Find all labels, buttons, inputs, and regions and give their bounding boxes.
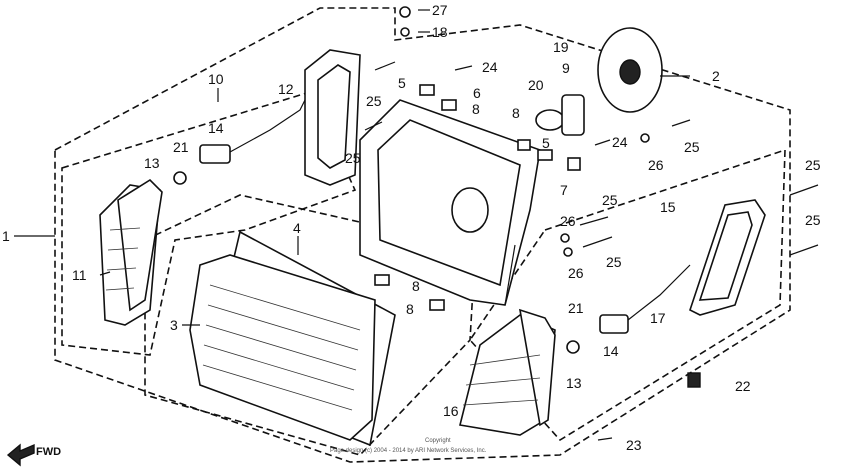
- callout-25c: 25: [684, 139, 700, 155]
- callout-13a: 13: [144, 155, 160, 171]
- callout-25e: 25: [805, 212, 821, 228]
- callout-25d: 25: [805, 157, 821, 173]
- callout-21a: 21: [173, 139, 189, 155]
- leader-lines: [14, 9, 690, 326]
- callout-12: 12: [278, 81, 294, 97]
- callout-5b: 5: [542, 135, 550, 151]
- callout-1: 1: [2, 228, 10, 244]
- callout-10: 10: [208, 71, 224, 87]
- callout-27: 27: [432, 2, 448, 18]
- headlight-case: [359, 99, 541, 306]
- callout-15: 15: [660, 199, 676, 215]
- callout-22: 22: [735, 378, 751, 394]
- copyright-line-1: Copyright: [425, 438, 451, 444]
- callout-5a: 5: [398, 75, 406, 91]
- turn-signal-left: [99, 178, 163, 326]
- callout-25g: 25: [606, 254, 622, 270]
- group-outline-15: [468, 148, 786, 442]
- callout-14b: 14: [603, 343, 619, 359]
- callout-9: 9: [562, 60, 570, 76]
- callout-21b: 21: [568, 300, 584, 316]
- turn-signal-housing-left: [304, 49, 361, 186]
- callout-6: 6: [473, 85, 481, 101]
- callout-14a: 14: [208, 120, 224, 136]
- copyright-line-2: Page design (c) 2004 - 2014 by ARI Netwo…: [330, 448, 487, 454]
- callout-3: 3: [170, 317, 178, 333]
- callout-11: 11: [72, 267, 87, 283]
- callout-26a: 26: [648, 157, 664, 173]
- bulb-socket-right: [566, 264, 691, 354]
- callout-4: 4: [293, 220, 301, 236]
- callout-23: 23: [626, 437, 642, 453]
- headlight-unit: [189, 230, 396, 447]
- fasteners: [364, 6, 819, 441]
- turn-signal-housing-right: [689, 199, 766, 316]
- callout-8a: 8: [472, 101, 480, 117]
- bulb-socket-left: [173, 99, 306, 185]
- callout-19: 19: [553, 39, 569, 55]
- reflector: [597, 27, 663, 113]
- fwd-label: FWD: [36, 446, 61, 458]
- callout-18: 18: [432, 24, 448, 40]
- callout-8c: 8: [412, 278, 420, 294]
- callout-8d: 8: [406, 301, 414, 317]
- callout-25a: 25: [366, 93, 382, 109]
- callout-20: 20: [528, 77, 544, 93]
- callout-26c: 26: [568, 265, 584, 281]
- callout-24a: 24: [482, 59, 498, 75]
- callout-17: 17: [650, 310, 666, 326]
- turn-signal-right: [459, 308, 556, 436]
- callout-2: 2: [712, 68, 720, 84]
- headlight-bulb: [535, 94, 585, 136]
- callout-16: 16: [443, 403, 459, 419]
- callout-25f: 25: [602, 192, 618, 208]
- callout-7: 7: [560, 182, 568, 198]
- callout-8b: 8: [512, 105, 520, 121]
- callout-25b: 25: [345, 150, 361, 166]
- forward-arrow: FWD: [6, 443, 61, 467]
- callout-13b: 13: [566, 375, 582, 391]
- callout-24b: 24: [612, 134, 628, 150]
- callout-26b: 26: [560, 213, 576, 229]
- assembly-outline-1: [54, 7, 791, 463]
